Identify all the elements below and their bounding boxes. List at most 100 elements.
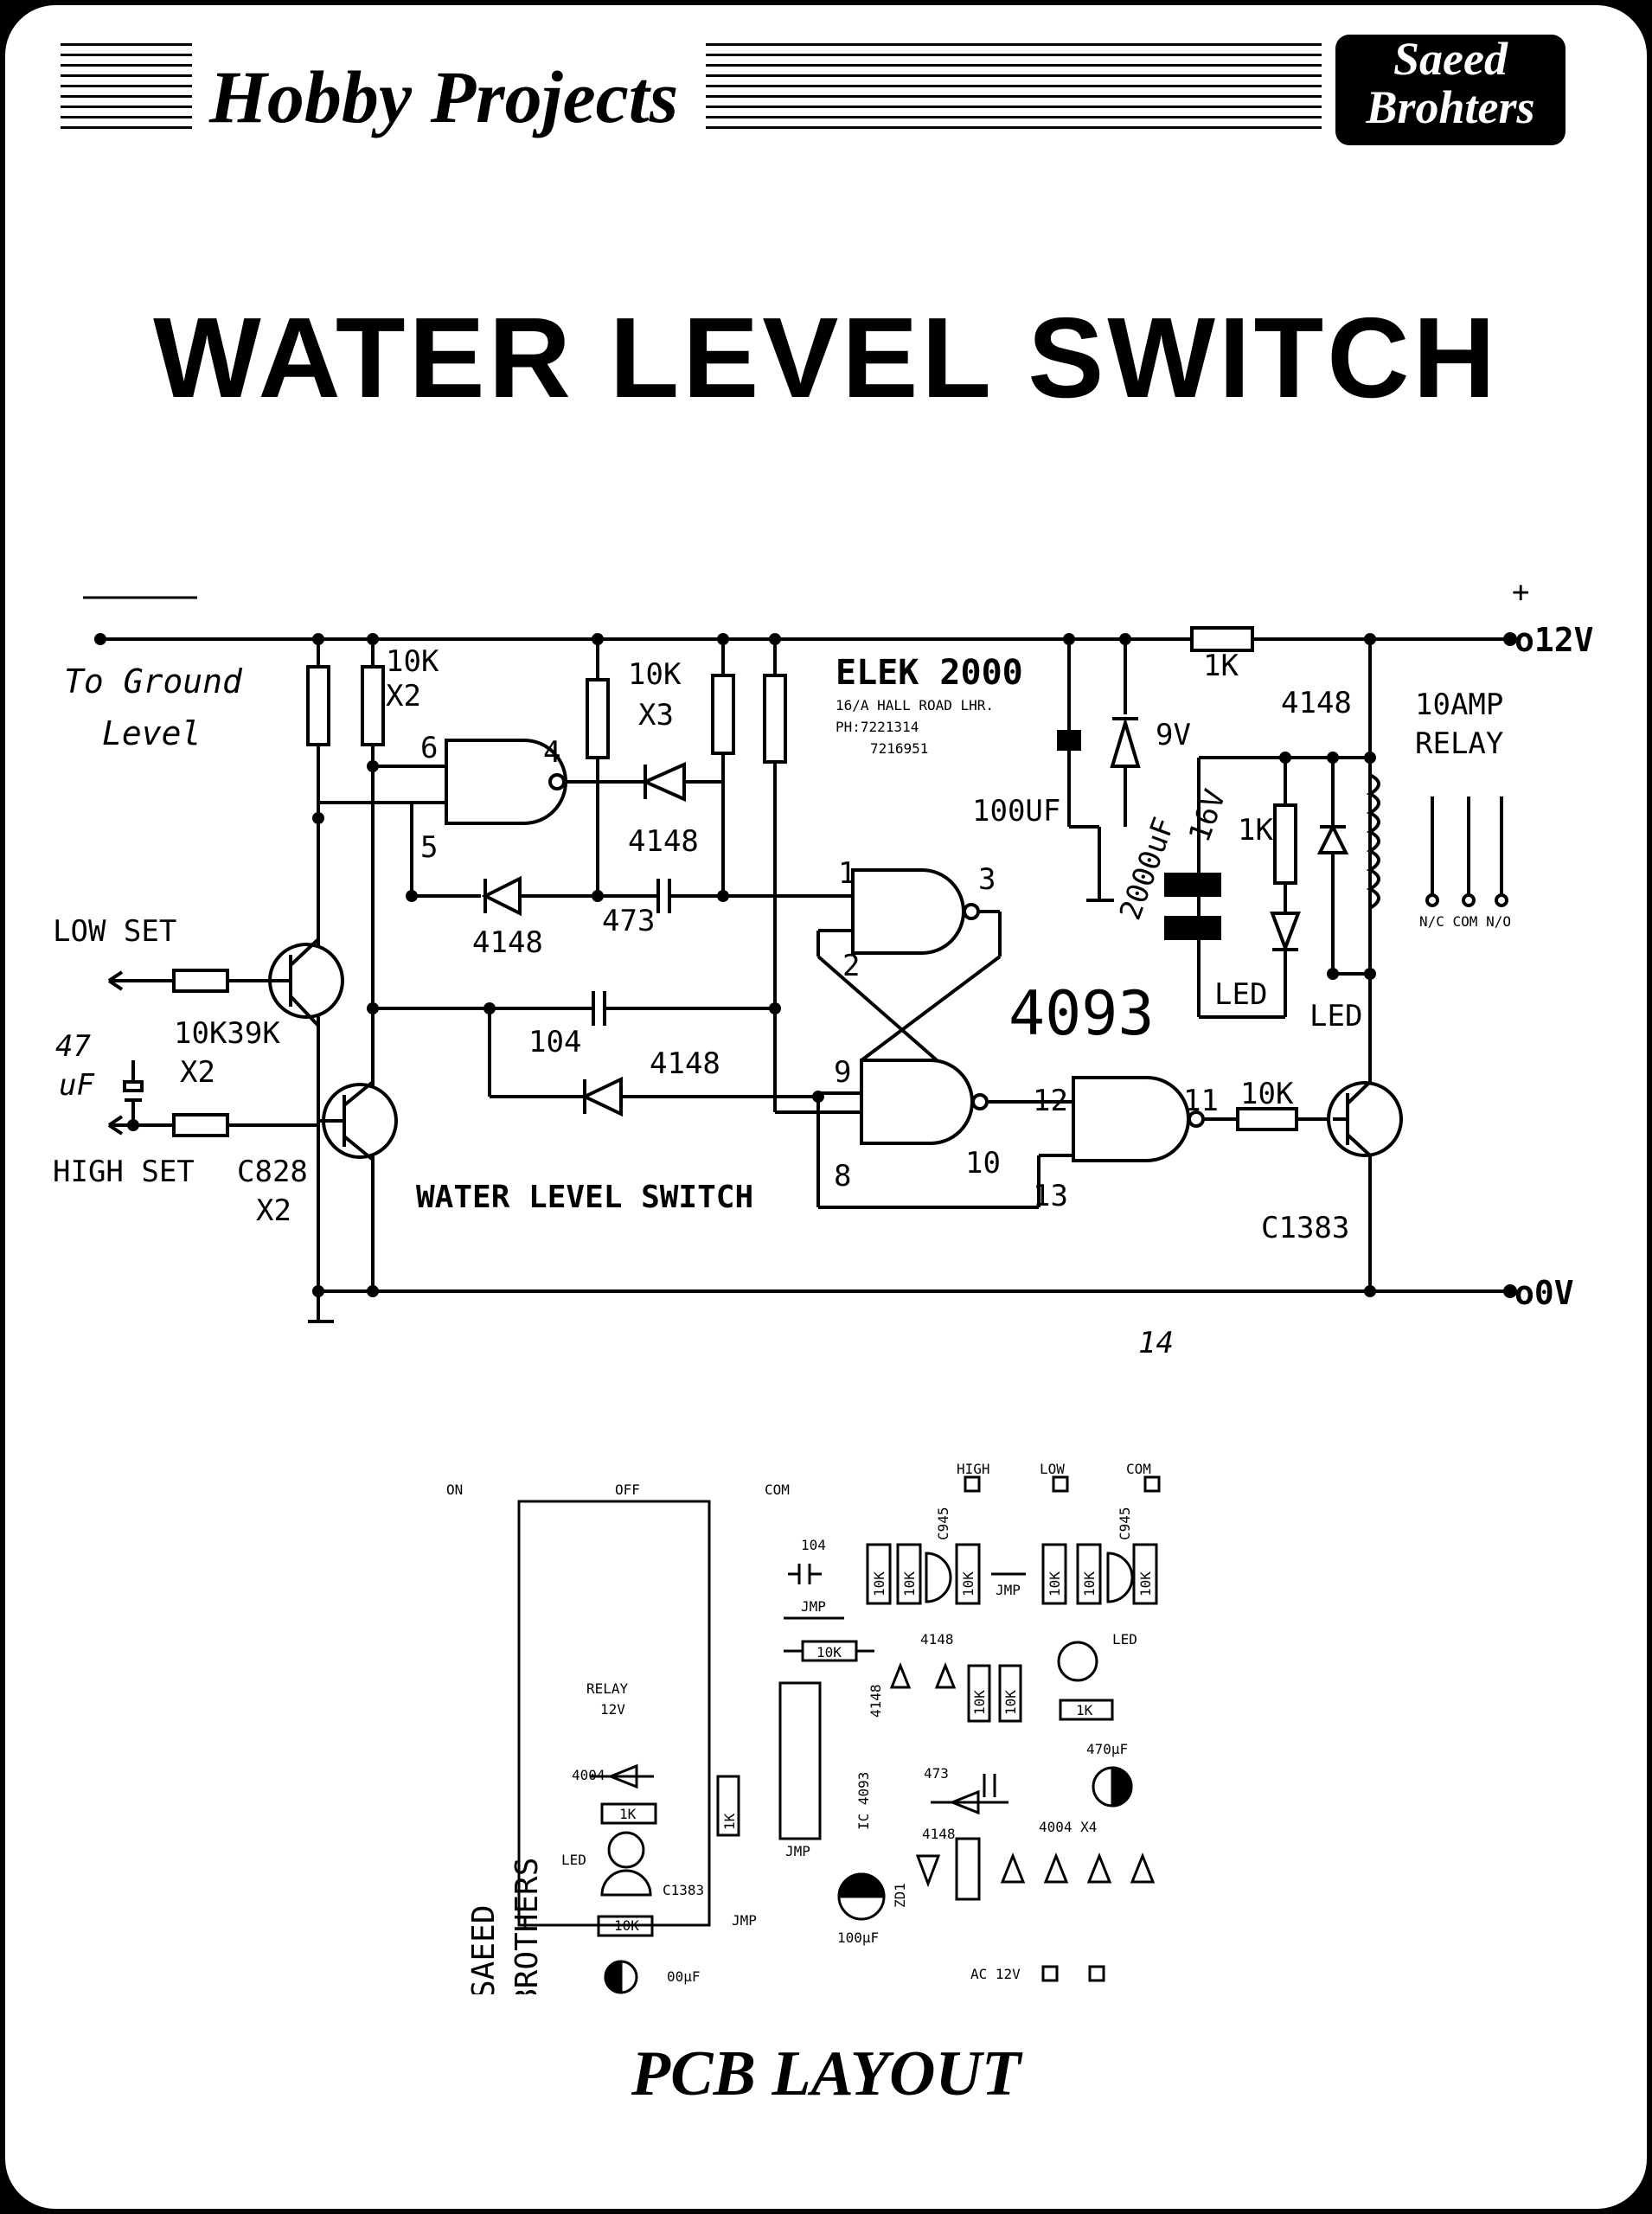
pin-6: 6 [420,731,438,765]
pcb-cap-104-label: 104 [801,1537,826,1553]
pin-12: 12 [1033,1084,1068,1118]
res-10k39k-qty: X2 [180,1055,215,1090]
cap-47uf-unit: uF [59,1068,94,1103]
transistor-c828-qty: X2 [256,1193,291,1228]
pin-10: 10 [965,1146,1001,1181]
pcb-d4004-qty-label: 4004 X4 [1039,1819,1097,1835]
res-10k-x2-qty: X2 [386,679,421,713]
pcb-res-1k-b-label: 1K [619,1806,637,1822]
res-10k-x3-label: 10K [628,657,682,692]
res-10k-x3-qty: X3 [638,698,674,733]
pin-11: 11 [1183,1084,1219,1118]
pcb-res-10k-e-label: 10K [1047,1571,1063,1597]
pcb-zd1-label: ZD1 [892,1883,908,1908]
pcb-on-label: ON [446,1481,463,1498]
res-10k-x2-label: 10K [386,644,439,679]
zener-9v-label: 9V [1156,718,1191,752]
pcb-res-10k-d-label: 10K [960,1571,976,1597]
pcb-saeed-label: SAEED [466,1905,502,1994]
pcb-jmp-2-label: JMP [996,1582,1021,1598]
pcb-relay-label-1: RELAY [586,1680,629,1697]
pin-2: 2 [842,949,860,983]
pcb-jmp-1-label: JMP [801,1598,826,1615]
pcb-com-right-label: COM [1126,1461,1151,1477]
pcb-cap-473-label: 473 [924,1765,949,1782]
res-1k-led-label: 1K [1238,813,1273,848]
high-set-label: HIGH SET [53,1155,195,1189]
transistor-c828-label: C828 [237,1155,308,1189]
pcb-res-1k-a-label: 1K [1076,1702,1093,1718]
pcb-d4148-bottom-label: 4148 [922,1826,956,1842]
cap-2000uf-label: 2000uF [1113,813,1182,925]
pcb-res-10k-h-label: 10K [971,1690,988,1715]
pin-1: 1 [838,856,855,891]
pcb-cap-00uf-label: 00µF [667,1968,701,1985]
low-set-label: LOW SET [53,914,176,949]
pin-9: 9 [834,1055,851,1090]
pin-5: 5 [420,830,438,865]
elek-line-3: PH:7221314 [836,719,919,735]
pcb-ac-12v-label: AC 12V [970,1966,1021,1982]
header-lines-right [706,43,1322,131]
pcb-brothers-label: BROTHERS [509,1858,545,1994]
pcb-ic-label: IC 4093 [855,1772,872,1830]
page-title: WATER LEVEL SWITCH [153,294,1499,421]
relay-label-1: 10AMP [1415,688,1503,722]
pcb-layout-title: PCB LAYOUT [631,2038,1021,2109]
pcb-res-1k-c-left: 1K [721,1813,738,1830]
pcb-led-left-label: LED [561,1852,586,1868]
elek-line-4: 7216951 [870,740,928,757]
pcb-cap-100uf-label: 100µF [837,1929,879,1946]
pcb-off-label: OFF [615,1481,640,1498]
led-label-1: LED [1214,977,1267,1012]
cap-16v-label: 16V [1182,785,1233,847]
pcb-low-label: LOW [1040,1461,1065,1477]
pcb-jmp-3-label: JMP [732,1912,757,1929]
pcb-d4148-side-label: 4148 [868,1684,884,1718]
inner-title: WATER LEVEL SWITCH [416,1180,753,1215]
res-10k-base-label: 10K [1240,1077,1294,1111]
supply-bottom-label: o0V [1514,1274,1574,1312]
ground-label-1: To Ground [64,662,243,701]
pcb-res-10k-j-label: 10K [614,1917,639,1934]
pcb-res-10k-b-label: 10K [871,1571,887,1597]
pcb-com-top-label: COM [765,1481,790,1498]
pin-8: 8 [834,1159,851,1193]
pin-13: 13 [1033,1179,1068,1213]
brand-badge: Saeed Brohters [1335,35,1566,145]
diode-4148-d-label: 4148 [1281,686,1352,720]
pin-4: 4 [543,735,560,770]
cap-104-label: 104 [528,1025,581,1059]
transistor-c1383-label: C1383 [1261,1211,1349,1245]
diode-4148-a-label: 4148 [628,824,699,859]
pcb-c945-b-label: C945 [1117,1507,1133,1540]
relay-contacts-label: N/C COM N/O [1419,913,1511,930]
elek-line-1: ELEK 2000 [836,653,1023,693]
pcb-c1383-label: C1383 [663,1882,704,1898]
pcb-relay-label-2: 12V [600,1701,625,1718]
ic-4093-label: 4093 [1008,978,1155,1049]
pcb-d4148-top-label: 4148 [920,1631,954,1648]
pcb-res-10k-i-label: 10K [1002,1690,1019,1715]
pcb-d4004-label: 4004 [572,1767,605,1783]
cap-47uf-label: 47 [55,1029,91,1064]
relay-label-2: RELAY [1415,726,1503,761]
led-label-2: LED [1309,999,1362,1033]
cap-100uf-label: 100UF [972,794,1060,829]
supply-plus-label: + [1512,576,1529,610]
pcb-res-10k-c-label: 10K [901,1571,918,1597]
pcb-c945-a-label: C945 [935,1507,951,1540]
header-title: Hobby Projects [209,55,679,138]
pcb-high-label: HIGH [957,1461,990,1477]
pcb-jmp-4-label: JMP [785,1843,810,1859]
circuit-schematic: + o12V o0V To Ground Level LOW SET HIGH … [53,576,1594,1360]
diode-4148-c-label: 4148 [650,1046,720,1081]
diode-4148-b-label: 4148 [472,925,543,960]
header-lines-left [61,43,192,131]
pin-3: 3 [978,862,996,897]
brand-line-1: Saeed [1393,33,1508,85]
elek-line-2: 16/A HALL ROAD LHR. [836,697,994,713]
page-frame: Hobby Projects Saeed Brohters WATER LEVE… [5,5,1647,2209]
cap-473-label: 473 [602,904,655,938]
supply-top-label: o12V [1514,621,1594,659]
